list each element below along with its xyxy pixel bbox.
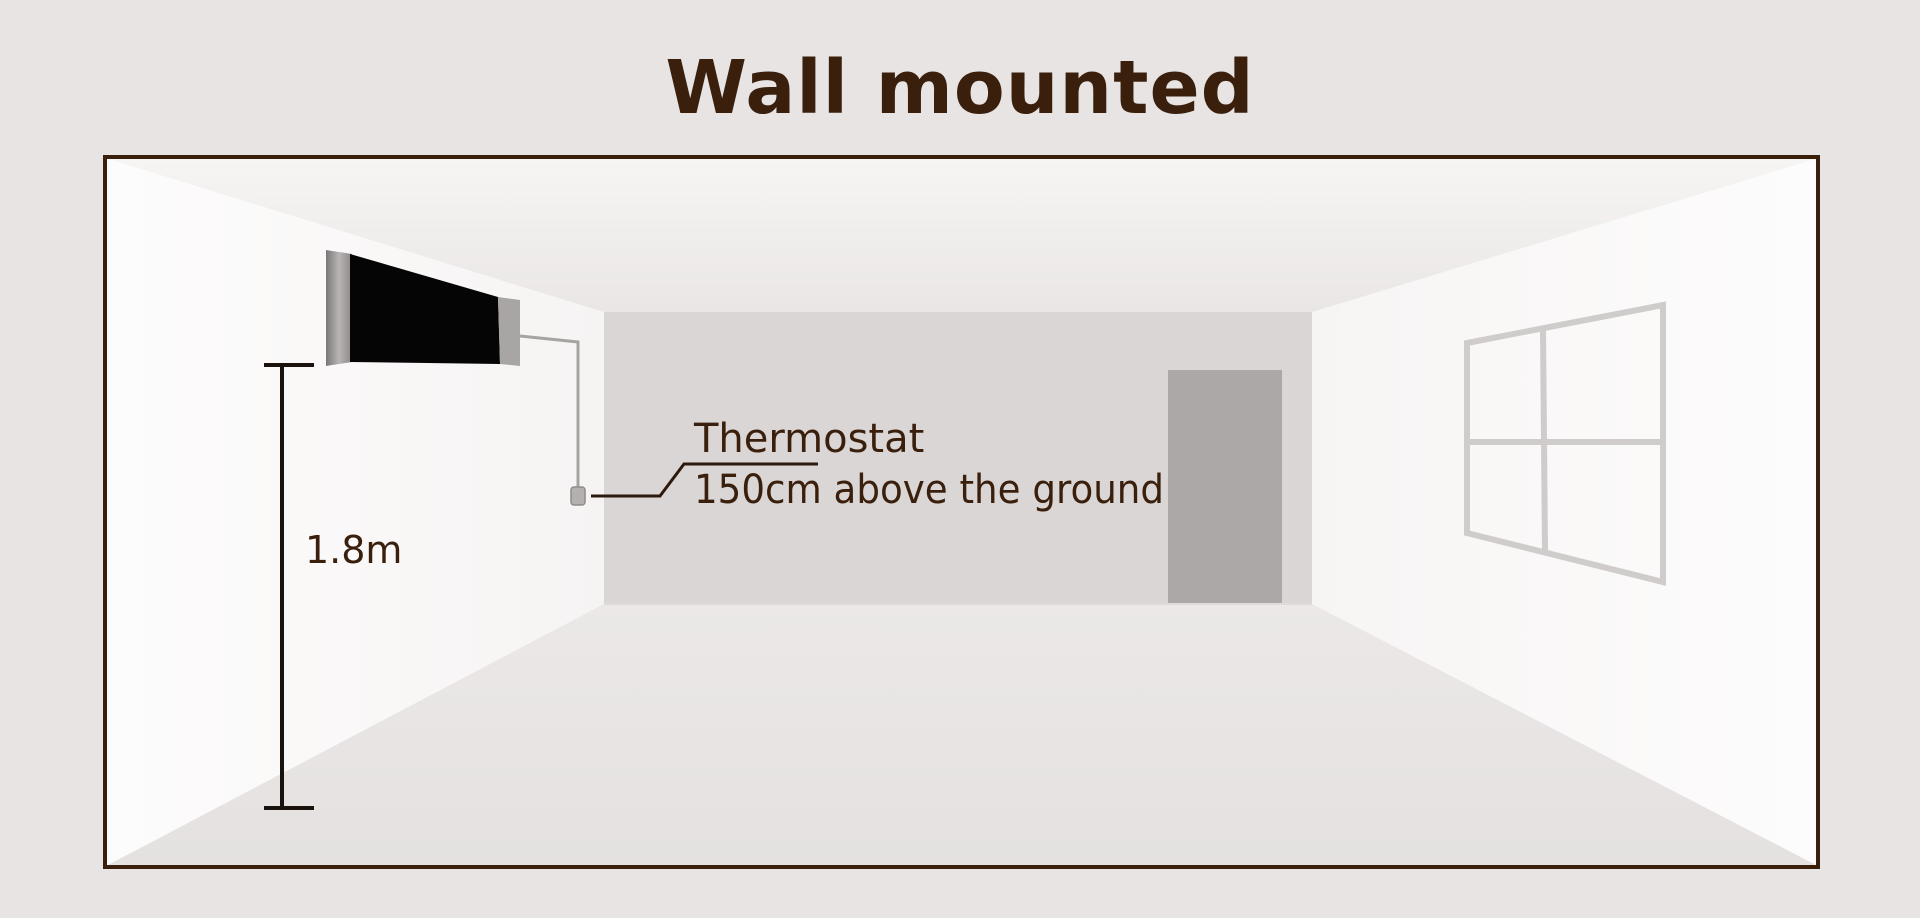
heater-panel — [350, 254, 500, 364]
heater-end-cap — [498, 297, 520, 366]
height-label: 1.8m — [305, 528, 402, 572]
thermostat-icon — [570, 486, 586, 506]
height-dimension — [264, 363, 314, 810]
room-frame — [103, 155, 1820, 869]
thermostat-position-label: 150cm above the ground — [694, 467, 1164, 513]
thermostat-label: Thermostat — [693, 416, 924, 462]
heater-body — [326, 250, 352, 366]
heater-cable — [519, 334, 580, 488]
heater — [326, 250, 520, 366]
thermostat-leader-line — [591, 462, 818, 498]
right-wall — [1312, 158, 1818, 866]
window — [1464, 301, 1666, 586]
door — [1168, 370, 1282, 604]
floor — [106, 604, 1818, 866]
ceiling — [106, 158, 1818, 312]
page-title: Wall mounted — [665, 45, 1255, 131]
room — [106, 158, 1818, 866]
